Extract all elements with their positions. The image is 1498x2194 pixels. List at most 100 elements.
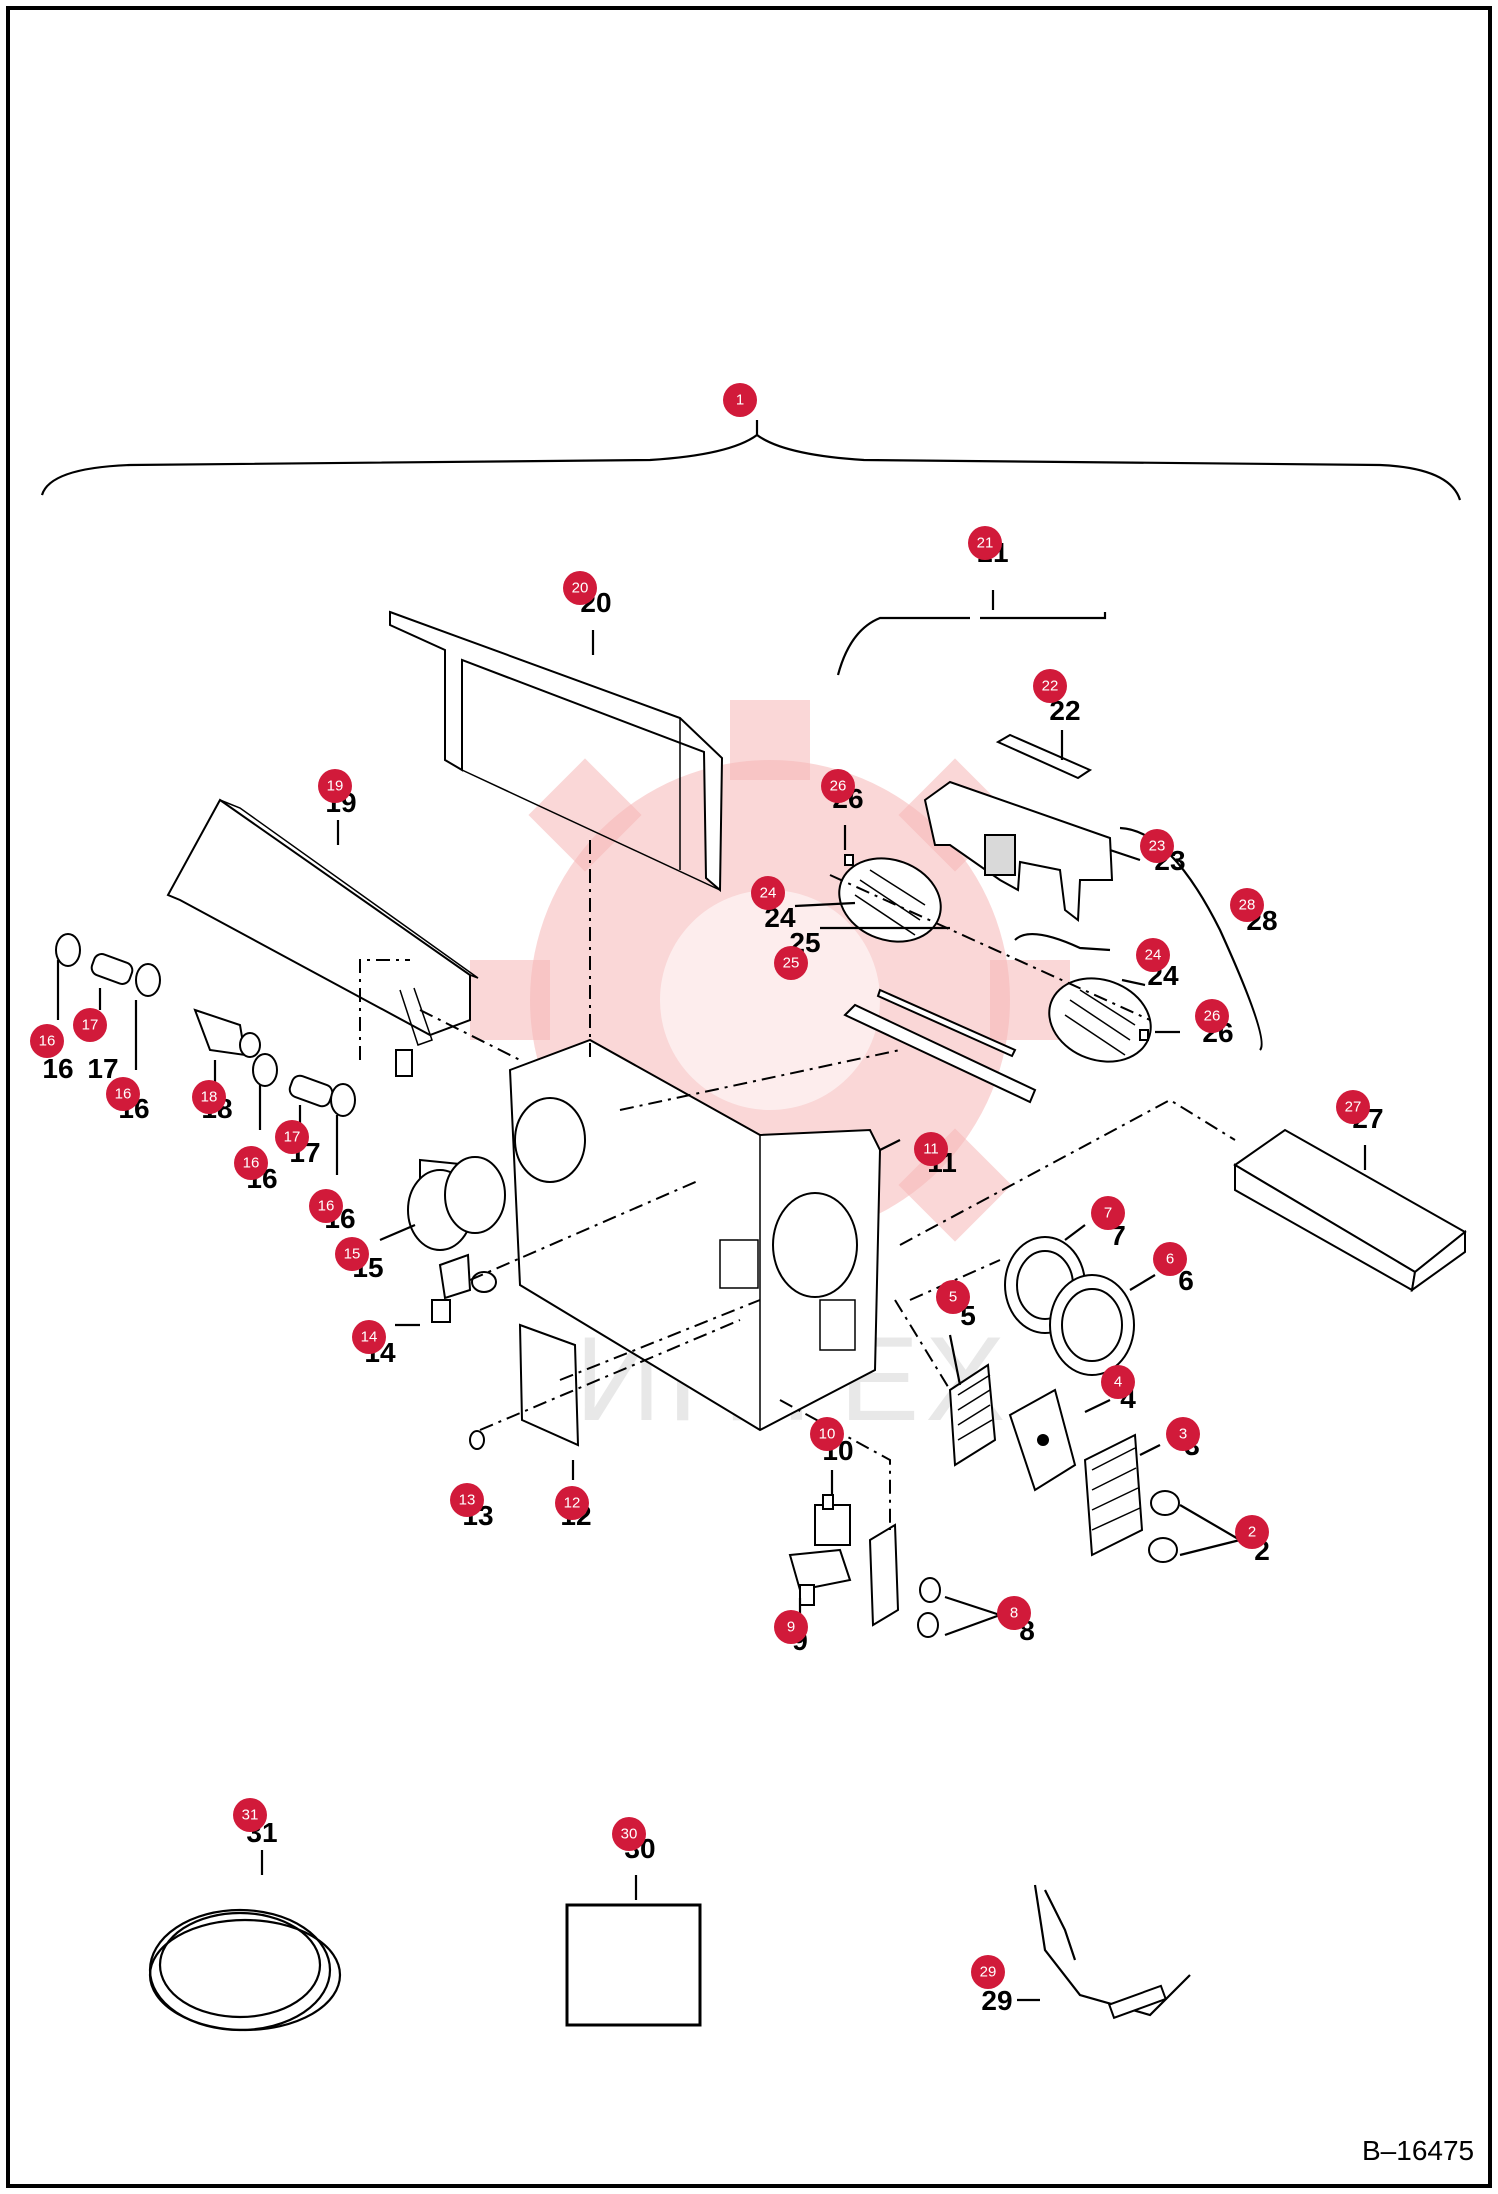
badge-18[interactable]: 18	[192, 1080, 226, 1114]
badge-12[interactable]: 12	[555, 1486, 589, 1520]
svg-text:15: 15	[344, 1246, 361, 1263]
svg-text:9: 9	[787, 1619, 795, 1636]
badge-17-b[interactable]: 17	[275, 1120, 309, 1154]
part-blower-rail	[843, 1003, 1037, 1104]
svg-text:3: 3	[1179, 1426, 1187, 1443]
svg-text:6: 6	[1166, 1251, 1174, 1268]
badge-16-d[interactable]: 16	[309, 1189, 343, 1223]
part-16-clamp-c	[252, 1053, 278, 1087]
part-14-fitting	[431, 1253, 497, 1323]
part-20-cover	[389, 610, 724, 893]
badge-13[interactable]: 13	[450, 1483, 484, 1517]
badge-22[interactable]: 22	[1033, 669, 1067, 703]
svg-text:8: 8	[1010, 1605, 1018, 1622]
part-24-fan-left	[838, 857, 942, 943]
badge-26-right[interactable]: 26	[1195, 999, 1229, 1033]
part-9-valve	[788, 1548, 852, 1606]
part-21-wire	[836, 612, 1107, 676]
svg-text:1: 1	[736, 392, 744, 409]
svg-text:16: 16	[115, 1086, 132, 1103]
svg-text:26: 26	[830, 778, 847, 795]
badge-3[interactable]: 3	[1166, 1417, 1200, 1451]
part-2-knob-bottom	[1148, 1537, 1178, 1563]
part-31-hose-coil	[148, 1908, 342, 2032]
svg-text:16: 16	[243, 1155, 260, 1172]
badge-28[interactable]: 28	[1230, 888, 1264, 922]
part-29-harness	[1033, 1884, 1191, 2020]
badge-24-left[interactable]: 24	[751, 876, 785, 910]
part-27-filter	[1233, 1128, 1467, 1293]
badge-7[interactable]: 7	[1091, 1196, 1125, 1230]
part-26-screw-top	[844, 854, 854, 866]
part-15-duct	[407, 1156, 506, 1251]
badge-8[interactable]: 8	[997, 1596, 1031, 1630]
badge-4[interactable]: 4	[1101, 1365, 1135, 1399]
part-13-washer	[469, 1430, 485, 1450]
badge-16-b[interactable]: 16	[106, 1077, 140, 1111]
svg-text:24: 24	[1145, 947, 1162, 964]
callout-badges: 1 20 21 22 19 26 24 25 24 23 28 26 16 17…	[30, 383, 1370, 1989]
part-16-clamp-a	[55, 933, 81, 967]
badge-2[interactable]: 2	[1235, 1515, 1269, 1549]
svg-text:12: 12	[564, 1495, 581, 1512]
part-18-valve	[193, 1008, 261, 1058]
part-22-bracket	[995, 733, 1093, 780]
svg-text:22: 22	[1042, 678, 1059, 695]
badge-11[interactable]: 11	[914, 1132, 948, 1166]
svg-text:5: 5	[949, 1289, 957, 1306]
badge-16-c[interactable]: 16	[234, 1146, 268, 1180]
svg-text:23: 23	[1149, 838, 1166, 855]
svg-text:20: 20	[572, 580, 589, 597]
part-17-hose-b	[288, 1074, 334, 1108]
svg-text:14: 14	[361, 1329, 378, 1346]
part-23-blower-housing	[923, 780, 1114, 922]
badge-26-top[interactable]: 26	[821, 769, 855, 803]
part-3-grille	[1083, 1433, 1144, 1557]
part-11-housing	[508, 1038, 882, 1432]
part-5-grille	[948, 1363, 997, 1467]
svg-text:17: 17	[82, 1017, 99, 1034]
part-26-screw-right	[1139, 1029, 1149, 1041]
page-border	[6, 6, 1492, 2188]
badge-30[interactable]: 30	[612, 1817, 646, 1851]
part-8-panel	[868, 1523, 941, 1638]
badge-6[interactable]: 6	[1153, 1242, 1187, 1276]
badge-14[interactable]: 14	[352, 1320, 386, 1354]
badge-20[interactable]: 20	[563, 571, 597, 605]
part-16-clamp-d	[330, 1083, 356, 1117]
badge-25[interactable]: 25	[774, 946, 808, 980]
part-19-heater-core	[166, 798, 479, 1077]
badge-24-right[interactable]: 24	[1136, 938, 1170, 972]
svg-text:17: 17	[284, 1129, 301, 1146]
badge-27[interactable]: 27	[1336, 1090, 1370, 1124]
badge-10[interactable]: 10	[810, 1417, 844, 1451]
part-10-switch	[814, 1494, 851, 1546]
num-17-a: 17	[87, 1053, 118, 1084]
svg-text:28: 28	[1239, 897, 1256, 914]
badge-19[interactable]: 19	[318, 769, 352, 803]
badge-17-a[interactable]: 17	[73, 1008, 107, 1042]
svg-text:31: 31	[242, 1807, 259, 1824]
badge-31[interactable]: 31	[233, 1798, 267, 1832]
badge-1[interactable]: 1	[723, 383, 757, 417]
badge-15[interactable]: 15	[335, 1237, 369, 1271]
part-blower-trim	[876, 988, 1017, 1058]
num-16-a: 16	[42, 1053, 73, 1084]
svg-text:27: 27	[1345, 1099, 1362, 1116]
badge-5[interactable]: 5	[936, 1280, 970, 1314]
badge-21[interactable]: 21	[968, 526, 1002, 560]
part-12-plate	[518, 1323, 580, 1447]
badge-16-a[interactable]: 16	[30, 1024, 64, 1058]
svg-text:18: 18	[201, 1089, 218, 1106]
badge-23[interactable]: 23	[1140, 829, 1174, 863]
svg-text:2: 2	[1248, 1524, 1256, 1541]
badge-29[interactable]: 29	[971, 1955, 1005, 1989]
badge-9[interactable]: 9	[774, 1610, 808, 1644]
svg-text:7: 7	[1104, 1205, 1112, 1222]
part-6-ring	[1049, 1274, 1135, 1376]
svg-text:16: 16	[39, 1033, 56, 1050]
svg-text:10: 10	[819, 1426, 836, 1443]
svg-text:30: 30	[621, 1826, 638, 1843]
svg-text:24: 24	[760, 885, 777, 902]
